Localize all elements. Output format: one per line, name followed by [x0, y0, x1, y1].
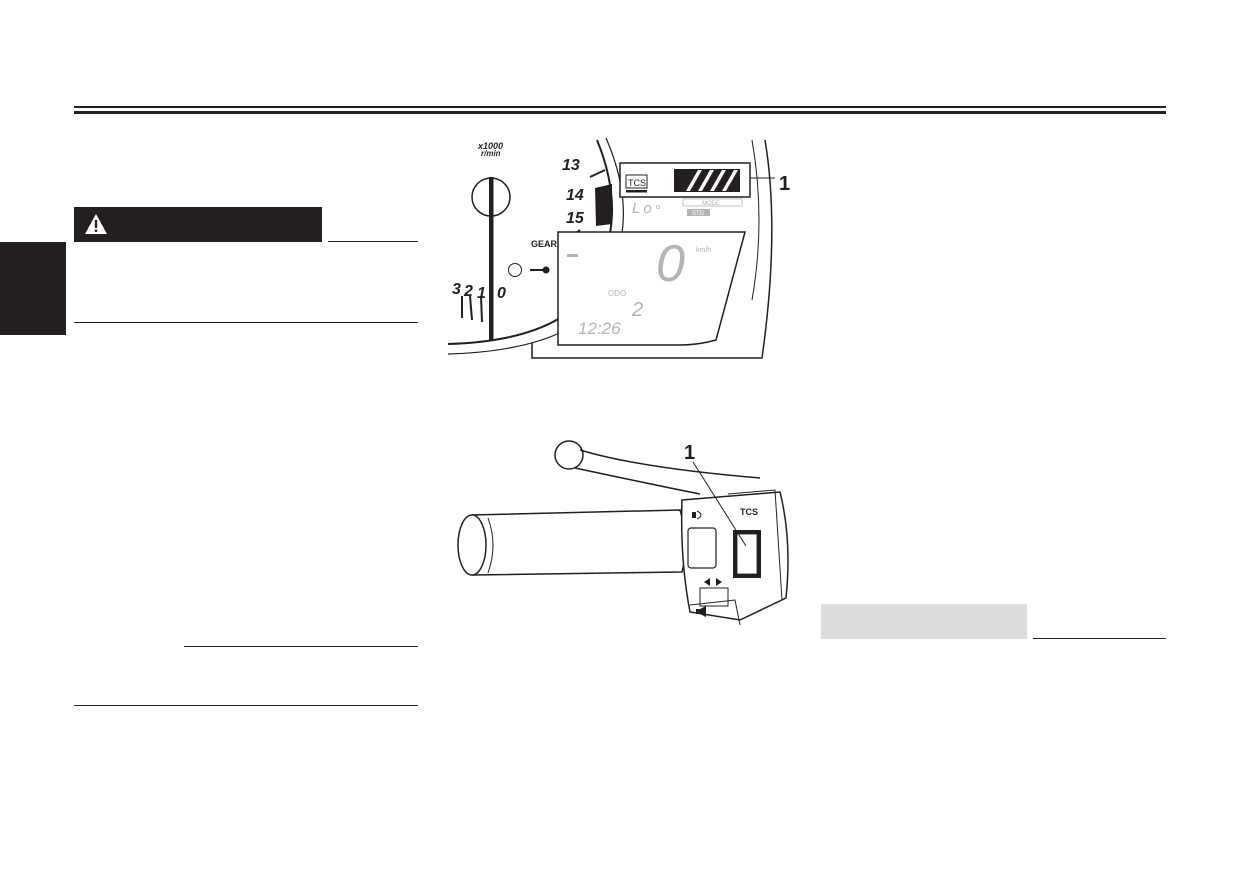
tach-number-14: 14 [566, 187, 584, 204]
callout-leader-2 [692, 461, 747, 547]
immobilizer-key-icon [530, 266, 550, 274]
tach-number-3: 3 [452, 281, 461, 298]
header-rule-thick [74, 111, 1166, 114]
tach-unit-rpm: r/min [481, 149, 501, 158]
handlebar-switch-figure: TCS 1 [457, 440, 789, 626]
mode-value-box [687, 209, 710, 216]
grip [457, 509, 687, 576]
tach-number-13: 13 [562, 157, 580, 174]
tach-number-1: 1 [477, 285, 486, 302]
tcs-indicator-box [625, 174, 648, 189]
mode-label: MODE [702, 201, 720, 207]
switch-housing [680, 489, 789, 626]
indicator-light [508, 263, 522, 277]
speed-value: 0 [656, 235, 685, 293]
callout-number-2: 1 [684, 442, 695, 464]
note-rule-end [74, 705, 418, 706]
headlight-icon [692, 510, 702, 520]
tach-number-15: 15 [566, 210, 585, 227]
tcs-level-bar [674, 169, 740, 192]
tcs-switch-label: TCS [740, 507, 758, 517]
chapter-tab [0, 242, 66, 335]
tcs-indicator-text: TCS [628, 178, 646, 188]
tcs-level-text: Lo [632, 200, 655, 217]
tach-number-0: 0 [497, 285, 506, 302]
warning-triangle-icon [85, 214, 107, 234]
tach-unit-multiplier: x1000 [477, 141, 503, 151]
odo-label: ODO [608, 289, 626, 298]
speed-unit: km/h [696, 247, 711, 254]
mode-value: STD [692, 211, 705, 217]
warning-rule-end [74, 322, 418, 323]
gear-dash [567, 254, 578, 257]
lever-tip [554, 440, 584, 470]
degree-dot [656, 205, 660, 209]
headlight-switch [687, 527, 717, 569]
tach-needle [489, 177, 494, 341]
tach-number-2: 2 [463, 283, 473, 300]
warning-heading-bar [74, 207, 322, 242]
caution-rule-short [1033, 638, 1166, 639]
caution-heading-box [821, 604, 1027, 639]
warning-rule-short [328, 241, 418, 242]
instrument-cluster-figure: 13 14 15 3 2 1 0 x1000 r/min GEAR TCS Lo… [447, 137, 790, 359]
horn-icon [696, 606, 706, 617]
note-rule-short [184, 646, 418, 647]
gear-label: GEAR [531, 239, 558, 249]
clock-value: 12:26 [578, 319, 621, 338]
mode-label-box [682, 198, 743, 207]
turn-arrow-icons [704, 578, 722, 586]
header-rule-thin [74, 106, 1166, 108]
odo-value: 2 [631, 299, 643, 321]
main-lcd-window [557, 231, 746, 346]
callout-number-1: 1 [779, 173, 790, 195]
tcs-indicator-underline [626, 190, 647, 193]
